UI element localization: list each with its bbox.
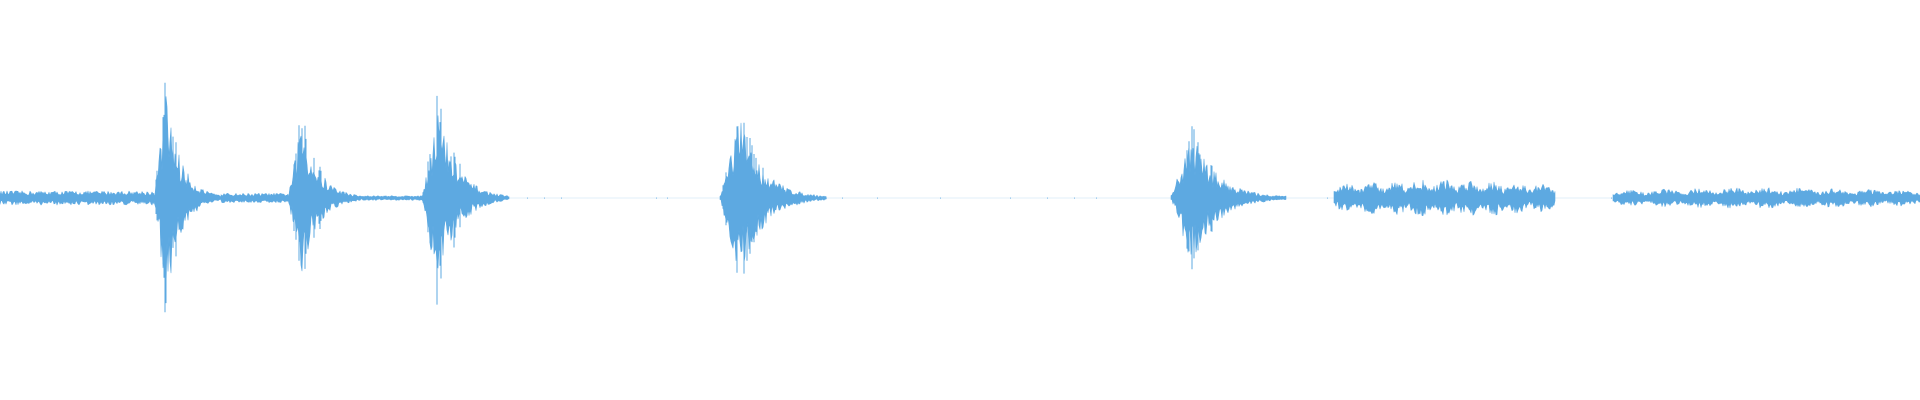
waveform-segment-4 <box>364 195 423 201</box>
waveform-segment-3 <box>287 125 366 272</box>
waveform-segment-12 <box>1611 197 1612 199</box>
waveform-segment-7 <box>719 122 827 274</box>
waveform-segment-5 <box>421 95 510 305</box>
waveform-segment-0 <box>0 190 155 206</box>
waveform-segment-10 <box>1327 197 1328 199</box>
waveform-segment-6 <box>527 197 668 199</box>
waveform-segment-11 <box>1333 179 1556 216</box>
waveform-segment-8 <box>826 197 1097 199</box>
waveform-segment-2 <box>220 193 289 203</box>
waveform-segment-13 <box>1612 187 1920 209</box>
waveform-segment-1 <box>153 82 222 313</box>
waveform-segment-9 <box>1170 126 1287 270</box>
